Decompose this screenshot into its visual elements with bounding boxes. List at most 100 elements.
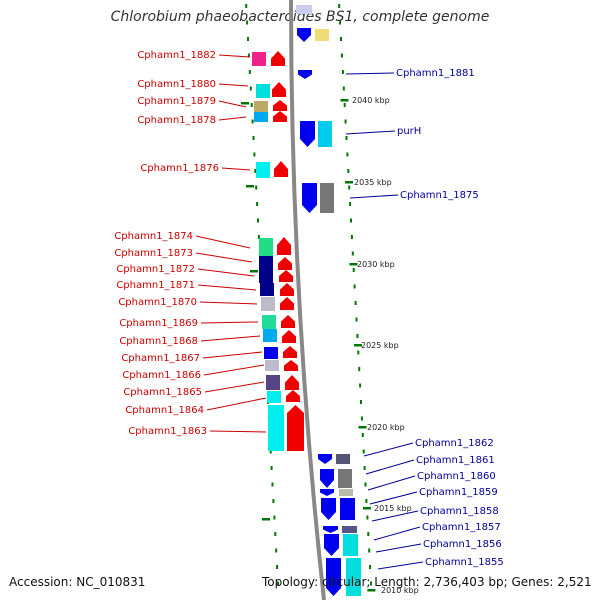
- left-red-arrow: [287, 405, 304, 451]
- left-strand-tick: [253, 152, 256, 157]
- right-strand-tick: [367, 532, 370, 536]
- right-strand-tick: [354, 301, 357, 305]
- kbp-tick: [349, 263, 358, 266]
- kbp-label: 2030 kbp: [357, 260, 395, 269]
- right-strand-tick: [353, 284, 356, 289]
- left-red-arrow: [273, 100, 287, 111]
- kbp-label: 2040 kbp: [352, 96, 390, 105]
- right-gene-block: [343, 534, 358, 556]
- right-leader: [349, 194, 399, 199]
- kbp-tick: [340, 99, 349, 102]
- left-gene-block: [256, 84, 270, 98]
- right-strand-tick: [350, 235, 353, 239]
- right-gene-block: [336, 454, 350, 464]
- left-gene-label: Cphamn1_1867: [121, 353, 200, 364]
- right-blue-arrow: [298, 70, 312, 79]
- right-blue-arrow: [300, 121, 315, 147]
- left-gene-label: Cphamn1_1879: [137, 96, 216, 107]
- left-gene-block: [267, 391, 281, 403]
- left-strand-tick: [257, 235, 260, 239]
- right-blue-arrow: [320, 489, 334, 496]
- right-leader: [345, 72, 395, 75]
- left-gene-block: [265, 360, 279, 371]
- left-gene-block: [256, 162, 270, 178]
- left-gene-label: Cphamn1_1873: [114, 248, 193, 259]
- left-strand-tick: [247, 37, 249, 41]
- kbp-tick: [367, 589, 376, 592]
- left-gene-block: [266, 375, 280, 390]
- left-gene-block: [264, 347, 278, 359]
- left-strand-tick: [272, 499, 275, 503]
- right-strand-tick: [360, 400, 362, 404]
- right-gene-block: [339, 489, 353, 496]
- right-gene-block: [346, 558, 361, 596]
- right-gene-label: Cphamn1_1862: [415, 438, 494, 449]
- right-strand-tick: [347, 169, 350, 173]
- left-strand-tick: [247, 53, 250, 58]
- left-strand-tick: [252, 136, 255, 140]
- left-strand-tick: [273, 515, 276, 520]
- left-gene-label: Cphamn1_1876: [140, 163, 219, 174]
- accession-text: Accession: NC_010831: [9, 575, 146, 589]
- left-gene-block: [259, 238, 273, 256]
- left-red-arrow: [273, 111, 287, 122]
- right-strand-tick: [346, 152, 349, 157]
- left-strand-tick: [251, 119, 254, 124]
- right-gene-block: [318, 121, 332, 147]
- right-leader: [369, 491, 418, 505]
- right-strand-tick: [345, 136, 348, 140]
- left-red-arrow: [277, 237, 291, 255]
- left-leader: [218, 100, 247, 108]
- left-gene-block: [254, 112, 268, 122]
- left-red-arrow: [279, 270, 293, 282]
- right-gene-block: [315, 29, 329, 41]
- left-long-tick: [262, 518, 270, 521]
- left-strand-tick: [257, 218, 259, 223]
- left-gene-block: [262, 315, 276, 329]
- left-gene-block: [259, 270, 273, 283]
- right-strand-tick: [365, 499, 368, 503]
- left-red-arrow: [286, 390, 300, 402]
- left-red-arrow: [274, 161, 288, 177]
- label-leader-lines: [195, 54, 424, 570]
- right-leader: [365, 459, 415, 475]
- kbp-tick: [358, 426, 367, 429]
- right-blue-arrow: [318, 454, 332, 464]
- right-blue-arrow: [321, 498, 336, 520]
- right-gene-block: [342, 526, 357, 533]
- right-strand-tick: [350, 218, 352, 223]
- left-red-arrow: [280, 297, 294, 310]
- left-red-arrow: [283, 346, 297, 358]
- left-strand-tick: [271, 482, 274, 487]
- left-gene-label: Cphamn1_1868: [119, 336, 198, 347]
- right-gene-block: [338, 469, 352, 488]
- left-leader: [197, 284, 257, 291]
- right-strand-tick: [343, 103, 346, 107]
- left-red-arrow: [280, 283, 294, 296]
- right-strand-tick: [368, 548, 371, 553]
- kbp-label: 2020 kbp: [367, 423, 405, 432]
- left-strand-tick: [274, 532, 277, 536]
- left-red-arrow: [271, 51, 285, 66]
- right-blue-arrow: [320, 469, 334, 488]
- genome-backbone: [289, 0, 326, 600]
- right-strand-tick: [348, 185, 351, 190]
- right-strand-tick: [364, 482, 367, 487]
- backbone-cap: [296, 5, 312, 14]
- right-strand-tick: [351, 251, 354, 256]
- right-leader: [373, 526, 421, 541]
- right-strand-tick: [369, 565, 372, 569]
- left-leader: [195, 252, 253, 263]
- left-red-arrow: [281, 315, 295, 328]
- left-strand-tick: [275, 548, 278, 553]
- left-gene-label: Cphamn1_1863: [128, 426, 207, 437]
- kbp-label: 2035 kbp: [354, 178, 392, 187]
- kbp-tick: [362, 507, 371, 510]
- left-gene-label: Cphamn1_1869: [119, 318, 198, 329]
- right-gene-block: [340, 498, 355, 520]
- right-gene-label: Cphamn1_1858: [420, 506, 499, 517]
- right-blue-arrow: [324, 534, 339, 556]
- right-strand-tick: [360, 416, 363, 421]
